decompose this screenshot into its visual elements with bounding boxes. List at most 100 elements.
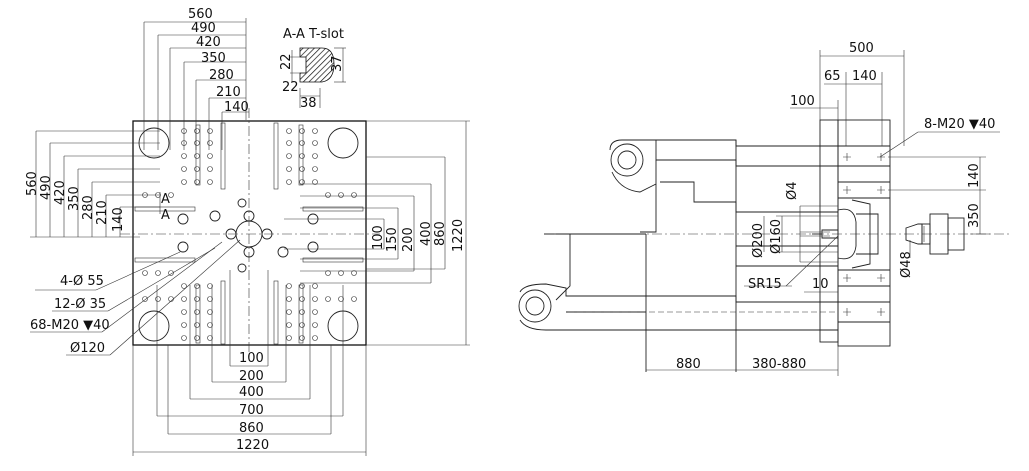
threaded-hole <box>325 270 331 276</box>
callout-tie-bar-holes: 4-Ø 55 <box>60 274 104 289</box>
threaded-hole <box>207 296 213 302</box>
threaded-hole <box>142 270 148 276</box>
threaded-hole <box>351 192 357 198</box>
dim-1220-right: 1220 <box>451 219 466 252</box>
threaded-hole <box>338 296 344 302</box>
dim-400-bottom: 400 <box>239 385 264 400</box>
threaded-hole <box>181 283 187 289</box>
dim-100-side: 100 <box>790 94 815 109</box>
threaded-hole <box>286 322 292 328</box>
threaded-hole <box>194 140 200 146</box>
threaded-hole <box>312 296 318 302</box>
threaded-hole <box>286 140 292 146</box>
threaded-hole <box>312 140 318 146</box>
threaded-hole <box>181 322 187 328</box>
threaded-hole <box>286 283 292 289</box>
dim-560-left: 560 <box>25 171 40 196</box>
dim-200-bottom: 200 <box>239 369 264 384</box>
nozzle-dimensions <box>744 205 839 293</box>
threaded-hole <box>299 283 305 289</box>
threaded-hole <box>181 153 187 159</box>
threaded-hole <box>286 179 292 185</box>
threaded-hole <box>312 322 318 328</box>
dim-860-right: 860 <box>433 221 448 246</box>
threaded-hole <box>207 335 213 341</box>
tie-bar-hole <box>138 310 170 342</box>
threaded-hole <box>207 309 213 315</box>
tslot-title: A-A T-slot <box>283 27 344 42</box>
tslot-dim-38: 38 <box>300 96 317 111</box>
callout-center-hole: Ø120 <box>70 341 105 356</box>
tslot-dim-37: 37 <box>330 55 345 72</box>
threaded-hole <box>181 335 187 341</box>
top-dimensions <box>143 18 249 150</box>
threaded-hole <box>312 309 318 315</box>
threaded-hole <box>312 179 318 185</box>
dim-d160: Ø160 <box>769 219 784 254</box>
threaded-hole <box>338 270 344 276</box>
bottom-dim-labels: 100 200 400 700 860 1220 <box>236 351 269 453</box>
threaded-hole <box>181 296 187 302</box>
threaded-hole <box>194 309 200 315</box>
callout-threaded-holes: 68-M20 ▼40 <box>30 318 110 333</box>
threaded-hole <box>207 140 213 146</box>
dim-10: 10 <box>812 277 829 292</box>
threaded-hole <box>207 283 213 289</box>
dim-150-right: 150 <box>385 227 400 252</box>
threaded-hole <box>168 270 174 276</box>
platen-bolts <box>843 153 885 316</box>
threaded-hole <box>155 296 161 302</box>
dim-560: 560 <box>188 7 213 22</box>
threaded-hole <box>194 283 200 289</box>
threaded-hole <box>181 179 187 185</box>
front-view: 560 490 420 350 280 210 140 <box>25 7 470 456</box>
threaded-hole <box>312 166 318 172</box>
threaded-hole <box>194 322 200 328</box>
threaded-hole <box>325 192 331 198</box>
dim-350-left: 350 <box>67 186 82 211</box>
threaded-hole <box>312 283 318 289</box>
threaded-hole <box>299 179 305 185</box>
threaded-hole <box>299 128 305 134</box>
dim-860-bottom: 860 <box>239 421 264 436</box>
section-marks: A A <box>159 192 170 223</box>
dim-140-side: 140 <box>852 69 877 84</box>
dim-490: 490 <box>191 21 216 36</box>
threaded-hole <box>286 309 292 315</box>
threaded-hole <box>286 153 292 159</box>
threaded-hole <box>194 128 200 134</box>
tie-bar-hole <box>327 127 359 159</box>
callout-labels: 4-Ø 55 12-Ø 35 68-M20 ▼40 Ø120 <box>30 274 110 356</box>
dim-210-left: 210 <box>95 200 110 225</box>
threaded-hole <box>299 309 305 315</box>
dim-sr15: SR15 <box>748 277 782 292</box>
dim-d4: Ø4 <box>785 181 800 200</box>
threaded-hole <box>286 296 292 302</box>
threaded-hole <box>194 153 200 159</box>
threaded-hole <box>338 192 344 198</box>
dim-380-880: 380-880 <box>752 357 806 372</box>
dim-140-left: 140 <box>111 207 126 232</box>
dim-d200: Ø200 <box>751 223 766 258</box>
threaded-hole <box>181 166 187 172</box>
threaded-hole <box>312 335 318 341</box>
threaded-hole <box>299 140 305 146</box>
side-view: 500 65 140 100 8-M20 ▼40 140 350 <box>518 41 1010 376</box>
dim-420-left: 420 <box>53 180 68 205</box>
threaded-hole <box>207 153 213 159</box>
dim-350-vertical: 350 <box>967 203 982 228</box>
dim-200-right: 200 <box>401 227 416 252</box>
platen-outline <box>132 120 367 346</box>
threaded-hole <box>194 296 200 302</box>
threaded-hole <box>181 309 187 315</box>
side-top-dim-labels: 500 65 140 100 <box>790 41 877 109</box>
dim-1220-bottom: 1220 <box>236 438 269 453</box>
dim-350: 350 <box>201 51 226 66</box>
threaded-hole <box>286 128 292 134</box>
threaded-hole <box>299 296 305 302</box>
bottom-dimensions <box>132 270 367 456</box>
callout-platen-bolts: 8-M20 ▼40 <box>924 117 995 132</box>
threaded-hole <box>194 179 200 185</box>
dim-210: 210 <box>216 85 241 100</box>
